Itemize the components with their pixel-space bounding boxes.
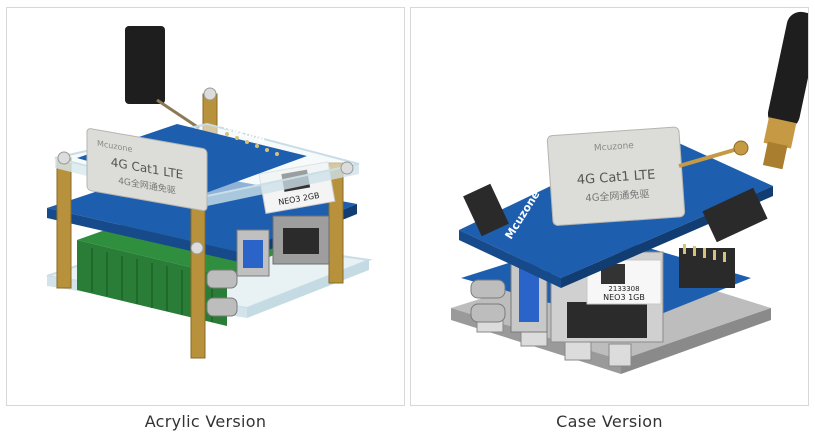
usb-c-port: [206, 297, 238, 317]
antenna: [762, 11, 808, 170]
label-serial: 2133308: [608, 285, 639, 293]
usb-c-port: [470, 279, 506, 299]
case-version-photo: 2133308 NEO3 1GB Mcuzone Mcuzone 4G Cat1…: [410, 7, 809, 406]
screw: [57, 151, 71, 165]
brass-standoff: [190, 197, 206, 359]
usb-c-port: [470, 303, 506, 323]
lte-module: [86, 128, 208, 212]
usb-c-port: [206, 269, 238, 289]
brass-standoff: [56, 157, 72, 289]
screw: [340, 161, 354, 175]
case-board-illustration: 2133308 NEO3 1GB Mcuzone Mcuzone 4G Cat1…: [451, 11, 808, 374]
module-subtitle: 4G全网通免驱: [585, 187, 650, 204]
label-text: NEO3 1GB: [603, 293, 645, 302]
acrylic-version-photo: NEO3 2GB Mcuzone Mcuzone 4G Cat1 LTE 4G全…: [6, 7, 405, 406]
case-fin: [608, 343, 632, 367]
pin-header: [463, 183, 509, 237]
acrylic-board-illustration: NEO3 2GB Mcuzone Mcuzone 4G Cat1 LTE 4G全…: [46, 26, 373, 359]
module-brand: Mcuzone: [594, 141, 635, 154]
caption-acrylic-version: Acrylic Version: [144, 412, 267, 431]
product-label: 2133308 NEO3 1GB: [586, 259, 662, 305]
lte-module: [546, 126, 686, 226]
pin-header: [702, 187, 768, 243]
sma-connector: [733, 140, 749, 156]
module-title: 4G Cat1 LTE: [576, 168, 655, 188]
caption-case-version: Case Version: [556, 412, 663, 431]
screw: [190, 241, 204, 255]
antenna: [125, 26, 165, 104]
pin-header: [679, 248, 735, 288]
screw: [203, 87, 217, 101]
